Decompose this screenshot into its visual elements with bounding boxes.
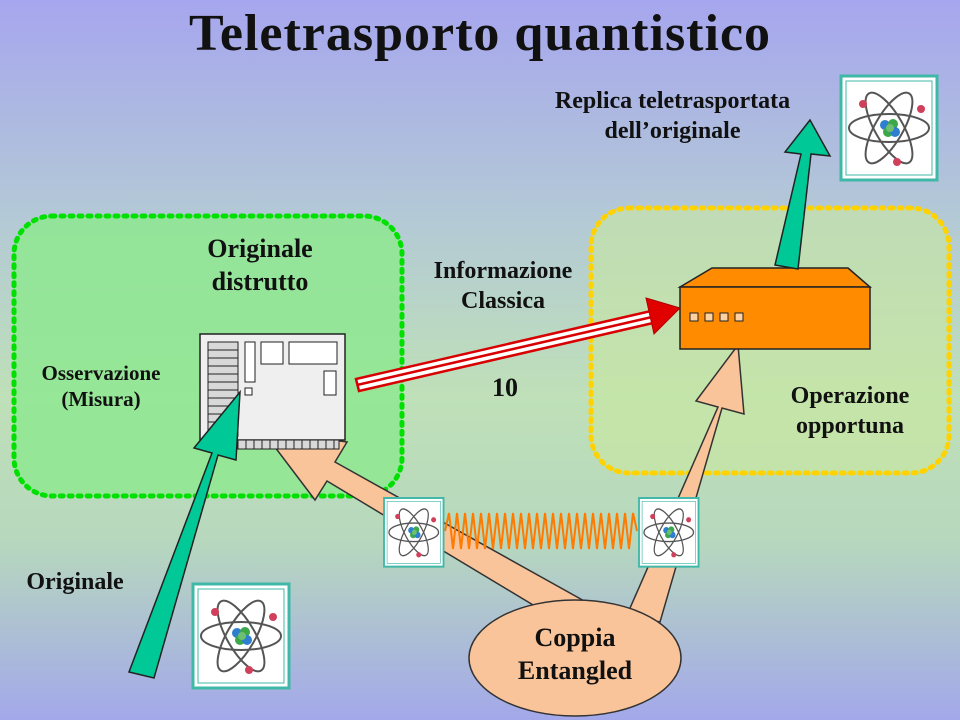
operation-label: Operazione opportuna [740, 381, 960, 441]
original-destroyed-label: Originale distrutto [150, 233, 370, 298]
entanglement-link [444, 512, 638, 550]
replica-label-line1: Replica teletrasportata [554, 88, 791, 114]
operation-line1: Operazione [790, 383, 910, 409]
entangled-pair-label: Coppia Entangled [480, 622, 670, 687]
atom-icon-original [191, 582, 291, 690]
classical-info-label: Informazione Classica [398, 256, 608, 316]
entangled-pair-line1: Coppia [534, 623, 616, 652]
classical-info-line1: Informazione [433, 258, 573, 284]
classical-info-line2: Classica [461, 288, 545, 314]
replica-label-line2: dell’originale [604, 118, 741, 144]
observation-line2: (Misura) [61, 387, 141, 412]
processing-device-icon [677, 267, 873, 350]
observation-label: Osservazione (Misura) [6, 360, 196, 413]
observation-line1: Osservazione [41, 361, 161, 385]
original-destroyed-line2: distrutto [211, 266, 309, 296]
atom-icon-entangled-left [383, 497, 445, 568]
replica-label: Replica teletrasportata dell’originale [500, 86, 845, 146]
replica-output-arrow [774, 118, 832, 270]
atom-icon-replica [839, 74, 939, 182]
entangled-pair-ellipse [468, 599, 682, 717]
original-destroyed-line1: Originale [207, 234, 313, 263]
atom-icon-entangled-right [638, 497, 700, 568]
entangled-pair-line2: Entangled [517, 655, 633, 685]
original-input-arrow [127, 389, 241, 679]
classical-info-arrow [354, 297, 681, 393]
bits-label: 10 [492, 373, 518, 402]
original-label: Originale [26, 569, 124, 595]
page-title: Teletrasporto quantistico [188, 5, 772, 62]
operation-line2: opportuna [795, 413, 905, 439]
